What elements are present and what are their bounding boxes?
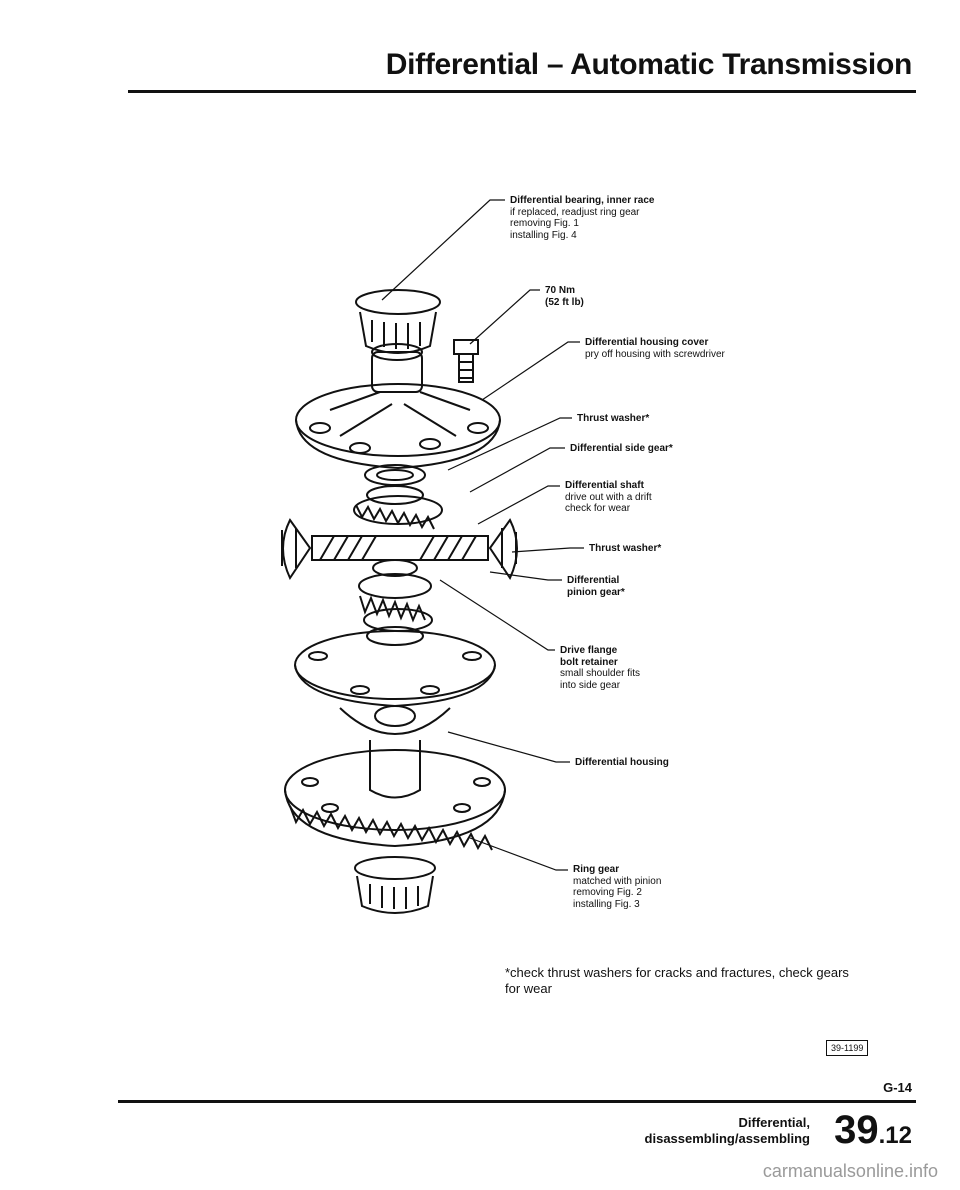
footnote: *check thrust washers for cracks and fra… <box>505 965 849 996</box>
callout-thrust-washer-top: Thrust washer* <box>577 413 650 424</box>
callout-differential-shaft: Differential shaft drive out with a drif… <box>565 480 652 514</box>
callout-side-gear: Differential side gear* <box>570 443 673 454</box>
figure-id: 39-1199 <box>826 1040 869 1056</box>
header-rule <box>128 90 916 93</box>
side-gear-bottom-drawing <box>358 559 433 632</box>
callout-ring-gear: Ring gear matched with pinion removing F… <box>573 864 662 910</box>
footer-number-sub: .12 <box>878 1122 912 1149</box>
footer-section-line1: Differential, <box>738 1115 810 1130</box>
footer-number-main: 39 <box>834 1108 879 1152</box>
callout-thrust-washer-pinion: Thrust washer* <box>589 543 662 554</box>
housing-cover-drawing <box>295 383 501 470</box>
ring-gear-drawing <box>284 749 506 851</box>
callout-housing-cover: Differential housing cover pry off housi… <box>585 337 725 360</box>
bearing-top-drawing <box>355 289 441 393</box>
callout-bearing-inner-race: Differential bearing, inner race if repl… <box>510 195 655 241</box>
callout-pinion-gear: Differential pinion gear* <box>567 575 625 598</box>
side-gear-top-drawing <box>353 464 443 530</box>
page-code: G-14 <box>883 1080 912 1095</box>
footer-section-title: Differential, disassembling/assembling <box>645 1115 810 1147</box>
watermark: carmanualsonline.info <box>762 1161 938 1181</box>
bolt-drawing <box>453 339 479 383</box>
bearing-bottom-drawing <box>354 856 436 914</box>
footer-section-line2: disassembling/assembling <box>644 1131 810 1146</box>
differential-shaft-drawing <box>281 518 518 581</box>
page-title: Differential – Automatic Transmission <box>385 48 913 81</box>
housing-drawing <box>294 626 496 799</box>
callout-drive-flange-retainer: Drive flange bolt retainer small shoulde… <box>560 645 641 691</box>
callout-differential-housing: Differential housing <box>575 757 669 768</box>
footer-page-number: 39.12 <box>834 1108 912 1153</box>
callout-torque: 70 Nm (52 ft lb) <box>545 285 584 308</box>
footer-rule <box>118 1100 916 1103</box>
